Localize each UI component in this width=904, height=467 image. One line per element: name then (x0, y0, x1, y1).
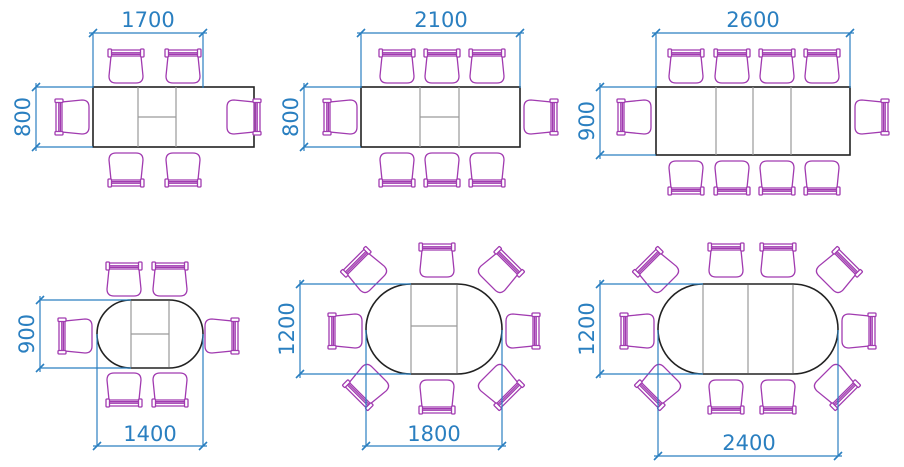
dining-chair-icon (423, 48, 461, 84)
dining-chair-icon (505, 312, 541, 350)
dining-chair-icon (164, 48, 202, 84)
width-dimension: 1700 (88, 8, 208, 88)
dining-chair-icon (105, 261, 143, 297)
dining-chair-icon (107, 152, 145, 188)
dining-chair-icon (667, 160, 705, 196)
width-dimension: 1800 (361, 330, 507, 451)
height-label: 1200 (575, 302, 599, 355)
dining-chair-icon (341, 360, 393, 412)
dining-chair-icon (107, 48, 145, 84)
width-label: 2600 (726, 8, 779, 32)
height-label: 900 (15, 314, 39, 354)
height-label: 900 (575, 101, 599, 141)
dining-chair-icon (619, 312, 655, 350)
dining-chair-icon (468, 152, 506, 188)
dining-chair-icon (423, 152, 461, 188)
table-top (360, 86, 521, 148)
height-label: 1200 (275, 302, 299, 355)
height-dimension: 900 (575, 82, 656, 160)
dining-chair-icon (164, 152, 202, 188)
height-label: 800 (11, 97, 35, 137)
dining-chair-icon (841, 312, 877, 350)
dining-chair-icon (378, 48, 416, 84)
table-group-rect-2100: 2100 800 (279, 8, 559, 188)
dining-chair-icon (204, 317, 240, 355)
table-top (96, 299, 204, 369)
table-group-rect-1700: 1700 800 (11, 8, 262, 188)
dining-chair-icon (667, 48, 705, 84)
dining-chair-icon (105, 372, 143, 408)
table-top (655, 86, 851, 156)
dining-chair-icon (707, 379, 745, 415)
dining-chair-icon (713, 160, 751, 196)
dining-chair-icon (322, 98, 358, 136)
dining-chair-icon (631, 245, 683, 297)
dining-chair-icon (418, 379, 456, 415)
dining-chair-icon (616, 98, 652, 136)
table-group-rect-2600: 2600 900 (575, 8, 890, 196)
dining-chair-icon (418, 242, 456, 278)
table-group-oval-2400: 2400 1200 (575, 242, 877, 461)
dining-chair-icon (339, 245, 391, 297)
dining-chair-icon (713, 48, 751, 84)
dining-chair-icon (523, 98, 559, 136)
dining-chair-icon (54, 98, 90, 136)
dining-chair-icon (151, 261, 189, 297)
width-dimension: 2100 (356, 8, 525, 88)
dining-chair-icon (468, 48, 506, 84)
dining-chair-icon (57, 317, 93, 355)
dining-chair-icon (758, 160, 796, 196)
width-dimension: 2400 (653, 330, 843, 461)
table-top (657, 283, 839, 375)
dining-chair-icon (759, 242, 797, 278)
width-label: 1700 (121, 8, 174, 32)
dining-chair-icon (378, 152, 416, 188)
width-dimension: 1400 (92, 334, 208, 451)
dining-chair-icon (854, 98, 890, 136)
height-dimension: 800 (279, 82, 361, 152)
dining-chair-icon (812, 245, 864, 297)
width-label: 1400 (123, 422, 176, 446)
height-dimension: 900 (15, 295, 131, 373)
table-top (365, 283, 503, 375)
table-group-oval-1400: 1400 900 (15, 261, 240, 451)
width-label: 2100 (414, 8, 467, 32)
dining-chair-icon (803, 48, 841, 84)
dining-chair-icon (759, 379, 797, 415)
height-label: 800 (279, 97, 303, 137)
dining-chair-icon (803, 160, 841, 196)
dining-chair-icon (226, 98, 262, 136)
width-label: 1800 (407, 422, 460, 446)
dining-chair-icon (758, 48, 796, 84)
width-label: 2400 (722, 431, 775, 455)
dining-chair-icon (327, 312, 363, 350)
dining-chair-icon (151, 372, 189, 408)
height-dimension: 1200 (575, 279, 703, 379)
dining-chair-icon (633, 360, 685, 412)
dining-chair-icon (810, 360, 862, 412)
height-dimension: 1200 (275, 279, 411, 379)
height-dimension: 800 (11, 82, 93, 152)
width-dimension: 2600 (651, 8, 855, 88)
table-group-oval-1800: 1800 1200 (275, 242, 541, 451)
dining-chair-icon (474, 245, 526, 297)
dining-chair-icon (474, 360, 526, 412)
dining-chair-icon (707, 242, 745, 278)
